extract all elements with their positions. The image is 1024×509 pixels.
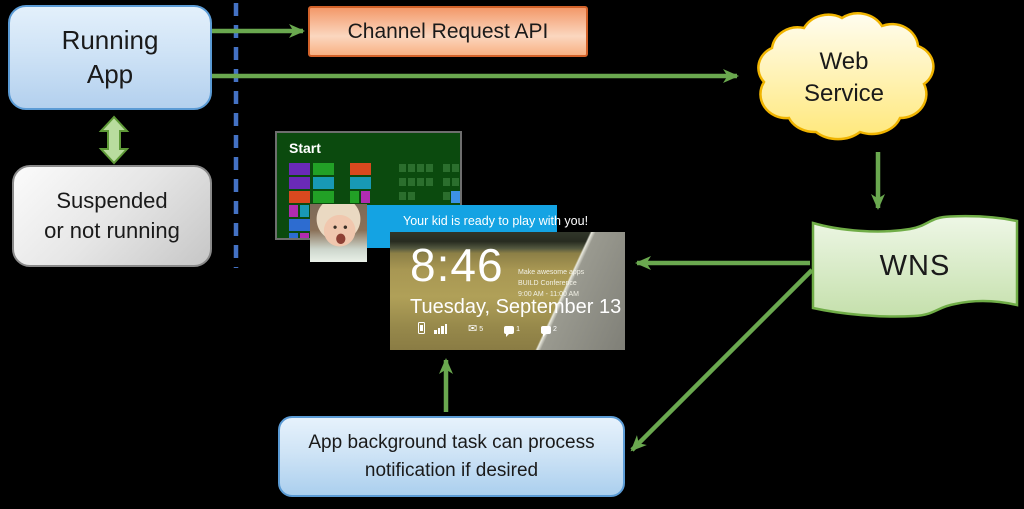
- start-tile: [300, 233, 309, 238]
- start-tile: [350, 163, 371, 175]
- battery-badge: [418, 322, 425, 334]
- double-arrow-app-suspended: [98, 115, 130, 165]
- start-tile: [289, 177, 310, 189]
- mail-icon: ✉: [468, 323, 478, 335]
- start-tile: [426, 178, 433, 186]
- lock-screen-date: Tuesday, September 13: [410, 296, 622, 318]
- node-wns: WNS: [810, 218, 1020, 314]
- node-label: App background task can process: [308, 431, 595, 453]
- start-tile: [452, 164, 459, 172]
- start-tile: [289, 163, 310, 175]
- start-tile: [443, 164, 450, 172]
- mail-badge: ✉5: [468, 323, 484, 335]
- badge-count: 5: [479, 326, 484, 333]
- node-web-service: Web Service: [742, 30, 946, 126]
- start-screen-title: Start: [289, 140, 321, 156]
- start-tile: [313, 177, 334, 189]
- lock-screen-time: 8:46: [410, 239, 504, 291]
- chat-badge: 1: [504, 326, 521, 337]
- start-tile: [399, 164, 406, 172]
- node-label: Service: [803, 80, 885, 107]
- arrow-wns-to-background-task: [630, 268, 814, 452]
- start-tile: [313, 163, 334, 175]
- badge-count: 1: [516, 326, 521, 333]
- start-tile: [399, 192, 406, 200]
- node-background-task: App background task can process notifica…: [278, 416, 625, 497]
- badge-count: 2: [553, 326, 557, 333]
- start-tile: [408, 192, 415, 200]
- start-tile: [426, 164, 433, 172]
- start-tile: [452, 178, 459, 186]
- signal-icon: [434, 324, 447, 334]
- node-label: App: [86, 58, 134, 89]
- toast-baby-photo: [310, 204, 367, 262]
- lock-screen-event: Make awesome apps BUILD Conference 9:00 …: [518, 268, 584, 301]
- start-tile: [417, 178, 424, 186]
- node-label: Channel Request API: [347, 19, 549, 43]
- start-tile: [350, 191, 359, 203]
- start-tile: [361, 191, 370, 203]
- start-tile: [408, 164, 415, 172]
- start-tile: [313, 191, 334, 203]
- node-label: notification if desired: [364, 459, 539, 481]
- node-label: Suspended: [56, 188, 168, 214]
- event-line: 9:00 AM - 11:00 AM: [518, 290, 579, 298]
- lock-screen-thumbnail: 8:46 Make awesome apps BUILD Conference …: [390, 232, 625, 350]
- start-tile: [289, 205, 298, 217]
- start-tile: [408, 178, 415, 186]
- start-tile: [443, 192, 450, 200]
- node-running-app: Running App: [8, 5, 212, 110]
- node-suspended: Suspended or not running: [12, 165, 212, 267]
- lock-badges: ✉5 1 2: [418, 320, 557, 337]
- start-tile: [289, 233, 298, 238]
- start-tile: [289, 191, 310, 203]
- node-channel-request-api: Channel Request API: [308, 6, 588, 57]
- start-tile: [417, 164, 424, 172]
- node-label: WNS: [879, 249, 951, 282]
- node-label: Web: [819, 47, 869, 75]
- start-tile: [300, 205, 309, 217]
- chat-badge: 2: [541, 326, 557, 337]
- start-tile: [399, 178, 406, 186]
- start-tile: [350, 177, 371, 189]
- start-tile: [443, 178, 450, 186]
- battery-icon: [418, 322, 425, 334]
- event-line: BUILD Conference: [518, 279, 577, 287]
- start-tile: [289, 219, 310, 231]
- event-line: Make awesome apps: [518, 269, 585, 276]
- node-label: Running: [61, 24, 159, 55]
- chat-icon: [504, 326, 515, 337]
- toast-text: Your kid is ready to play with you!: [403, 214, 589, 228]
- signal-badge: [434, 324, 447, 334]
- start-tile: [451, 191, 460, 203]
- chat-icon: [541, 326, 552, 337]
- node-label: or not running: [44, 218, 180, 243]
